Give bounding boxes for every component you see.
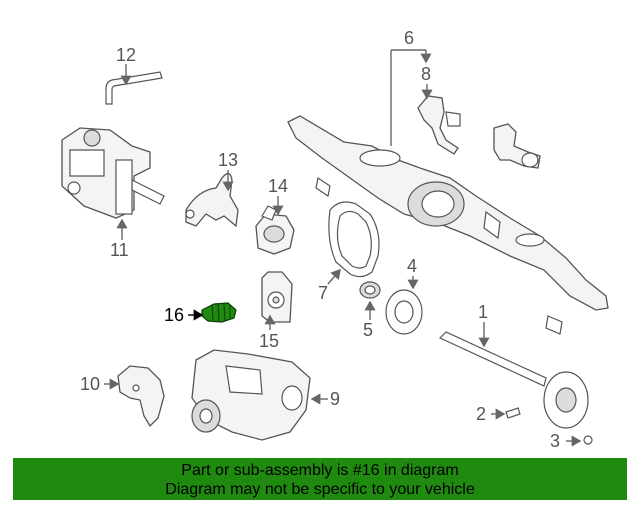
part-12-hex-key[interactable] bbox=[105, 71, 163, 105]
notice-banner: Part or sub-assembly is #16 in diagram D… bbox=[13, 458, 627, 500]
part-7-gasket[interactable] bbox=[328, 201, 380, 278]
callout-7: 7 bbox=[318, 283, 328, 303]
callout-11: 11 bbox=[110, 240, 129, 260]
callout-5: 5 bbox=[363, 320, 373, 340]
part-14-gear-set[interactable] bbox=[255, 205, 295, 255]
leader-lines bbox=[104, 49, 582, 447]
callout-3: 3 bbox=[550, 431, 560, 451]
part-1-axle-shaft[interactable] bbox=[438, 331, 589, 429]
callout-13: 13 bbox=[218, 150, 238, 170]
part-3-nut[interactable] bbox=[583, 435, 593, 445]
callout-10: 10 bbox=[80, 374, 100, 394]
callout-15: 15 bbox=[259, 331, 279, 351]
part-11-transfer-case[interactable] bbox=[61, 127, 165, 219]
part-hose-connector[interactable] bbox=[493, 123, 541, 169]
callout-1: 1 bbox=[478, 302, 488, 322]
part-4-shim[interactable] bbox=[385, 289, 423, 335]
part-6-axle-housing[interactable] bbox=[287, 115, 609, 335]
part-13-shift-fork[interactable] bbox=[185, 172, 239, 228]
part-15-bearing-bracket[interactable] bbox=[261, 271, 293, 323]
banner-line-2: Diagram may not be specific to your vehi… bbox=[165, 481, 475, 498]
part-8-breather[interactable] bbox=[417, 95, 461, 155]
callout-8: 8 bbox=[421, 64, 431, 84]
banner-line-1: Part or sub-assembly is #16 in diagram bbox=[181, 462, 459, 479]
callout-12: 12 bbox=[116, 45, 136, 65]
part-2-bolt[interactable] bbox=[505, 407, 521, 419]
parts-diagram: 12 11 13 14 15 16 6 8 7 5 4 1 2 3 9 10 bbox=[61, 28, 609, 451]
part-9-differential-assembly[interactable] bbox=[191, 349, 311, 441]
callout-16: 16 bbox=[164, 305, 184, 325]
callout-4: 4 bbox=[407, 256, 417, 276]
part-10-mount-bracket[interactable] bbox=[117, 365, 165, 428]
callout-14: 14 bbox=[268, 176, 288, 196]
callout-2: 2 bbox=[476, 404, 486, 424]
part-5-seal-ring[interactable] bbox=[359, 281, 381, 299]
callout-6: 6 bbox=[404, 28, 414, 48]
callout-9: 9 bbox=[330, 389, 340, 409]
part-16-drain-plug[interactable] bbox=[201, 302, 237, 323]
callout-numbers: 12 11 13 14 15 16 6 8 7 5 4 1 2 3 9 10 bbox=[80, 28, 560, 451]
